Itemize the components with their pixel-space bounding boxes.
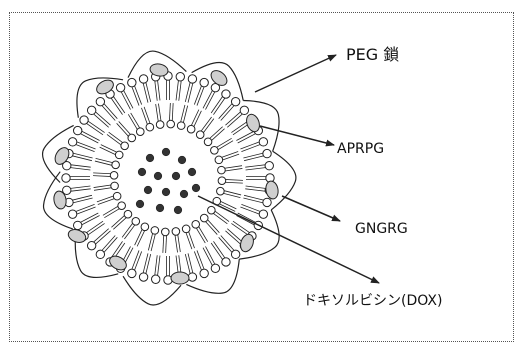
lipid-head: [87, 241, 95, 249]
lipid-head: [188, 273, 196, 281]
arrow-peg: [255, 55, 336, 92]
lipid-head: [196, 131, 204, 139]
lipid-head: [96, 97, 104, 105]
lipid-head: [139, 75, 147, 83]
lipid-head: [136, 128, 144, 136]
lipid-head: [240, 106, 248, 114]
label-gngrg: GNGRG: [355, 221, 408, 237]
lipid-head: [132, 218, 140, 226]
lipid-heads: [62, 72, 274, 284]
dox-particle: [192, 184, 200, 192]
arrow-gngrg: [282, 196, 340, 221]
lipid-head: [231, 250, 239, 258]
lipid-head: [177, 122, 185, 130]
lipid-head: [218, 177, 226, 185]
lipid-head: [263, 149, 271, 157]
ligand-ellipse: [66, 227, 87, 244]
dox-particle: [136, 200, 144, 208]
lipid-head: [80, 116, 88, 124]
lipid-head: [68, 138, 76, 146]
dox-particle: [180, 190, 188, 198]
dox-particle: [138, 168, 146, 176]
lipid-head: [112, 161, 120, 169]
lipid-head: [141, 223, 149, 231]
lipid-head: [259, 210, 267, 218]
lipid-head: [115, 151, 123, 159]
lipid-head: [182, 225, 190, 233]
dox-particle: [178, 156, 186, 164]
lipid-head: [162, 228, 170, 236]
lipid-head: [151, 227, 159, 235]
lipid-head: [187, 125, 195, 133]
ligand-ellipse: [265, 180, 280, 200]
lipid-head: [263, 198, 271, 206]
lipid-head: [118, 202, 126, 210]
label-dox: ドキソルビシン(DOX): [303, 293, 442, 309]
lipid-head: [128, 78, 136, 86]
lipid-head: [167, 120, 175, 128]
liposome: [43, 51, 296, 305]
label-aprpg: APRPG: [337, 141, 384, 157]
dox-particle: [174, 206, 182, 214]
dox-particle: [172, 172, 180, 180]
lipid-head: [215, 156, 223, 164]
lipid-head: [200, 78, 208, 86]
lipid-head: [68, 210, 76, 218]
lipid-head: [172, 228, 180, 236]
lipid-head: [200, 214, 208, 222]
lipid-head: [128, 134, 136, 142]
ligand-ellipse: [171, 272, 189, 284]
lipid-head: [218, 166, 226, 174]
lipid-head: [73, 126, 81, 134]
lipid-head: [73, 221, 81, 229]
lipid-head: [110, 172, 118, 180]
lipid-head: [116, 83, 124, 91]
lipid-head: [208, 206, 216, 214]
lipid-head: [113, 192, 121, 200]
lipid-head: [192, 221, 200, 229]
lipid-head: [124, 210, 132, 218]
lipid-head: [111, 182, 119, 190]
doxorubicin-particles: [136, 148, 200, 214]
lipid-head: [222, 90, 230, 98]
lipid-head: [176, 73, 184, 81]
lipid-head: [204, 138, 212, 146]
dox-particle: [162, 188, 170, 196]
lipid-head: [259, 138, 267, 146]
lipid-head: [152, 275, 160, 283]
dox-particle: [156, 204, 164, 212]
lipid-head: [96, 250, 104, 258]
dox-particle: [154, 172, 162, 180]
lipid-head: [188, 75, 196, 83]
lipid-head: [211, 264, 219, 272]
dox-particle: [146, 154, 154, 162]
lipid-head: [87, 106, 95, 114]
lipid-head: [62, 174, 70, 182]
dox-particle: [162, 148, 170, 156]
arrow-aprpg: [260, 126, 334, 145]
lipid-head: [217, 187, 225, 195]
lipid-head: [128, 269, 136, 277]
lipid-head: [156, 121, 164, 129]
arrow-dox: [198, 196, 379, 283]
lipid-head: [139, 273, 147, 281]
lipid-head: [200, 269, 208, 277]
dox-particle: [188, 168, 196, 176]
lipid-tails: [66, 76, 270, 280]
lipid-head: [231, 97, 239, 105]
lipid-head: [265, 162, 273, 170]
lipid-head: [121, 142, 129, 150]
label-peg: PEG 鎖: [346, 45, 399, 64]
lipid-head: [222, 258, 230, 266]
lipid-head: [146, 123, 154, 131]
dox-particle: [144, 186, 152, 194]
lipid-head: [211, 146, 219, 154]
